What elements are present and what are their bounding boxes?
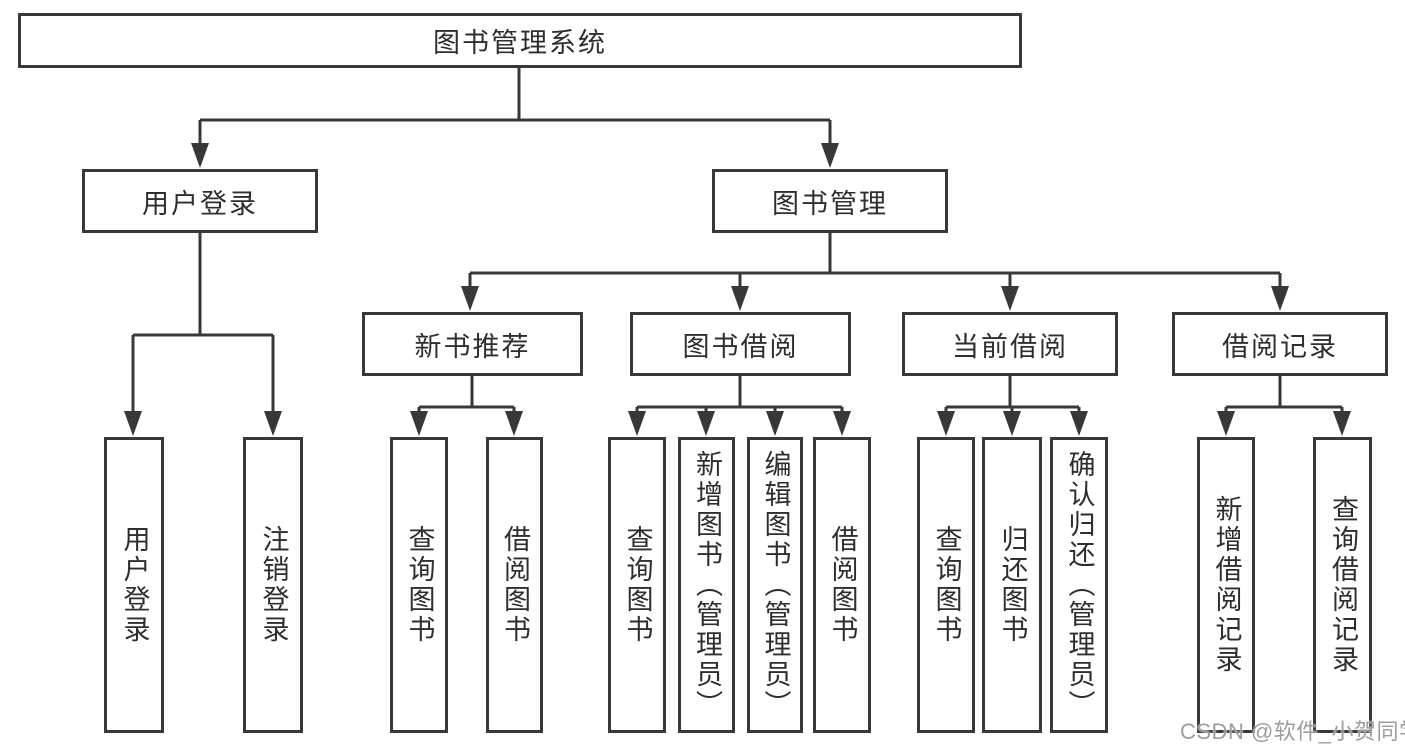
arrowheads bbox=[124, 143, 1351, 436]
node-root: 图书管理系统 bbox=[18, 13, 1022, 68]
node-new-book-recommend: 新书推荐 bbox=[362, 312, 583, 376]
leaf-query-books-current: 查询图书 bbox=[917, 437, 975, 733]
leaf-edit-book-admin: 编辑图书（管理员） bbox=[747, 437, 803, 733]
leaf-edit-book-admin-label: 编辑图书（管理员） bbox=[760, 450, 791, 720]
node-book-management: 图书管理 bbox=[712, 169, 948, 233]
leaf-user-login-label: 用户登录 bbox=[119, 525, 150, 645]
connector-user-login-to-leaves bbox=[131, 233, 275, 416]
node-current-borrow: 当前借阅 bbox=[902, 312, 1118, 376]
leaf-query-books-current-label: 查询图书 bbox=[931, 525, 962, 645]
leaf-query-borrow-record: 查询借阅记录 bbox=[1313, 437, 1372, 733]
leaf-return-book: 归还图书 bbox=[982, 437, 1042, 733]
leaf-logout: 注销登录 bbox=[243, 437, 303, 733]
connector-current-borrow-to-leaves bbox=[944, 376, 1081, 416]
connector-book-mgmt-to-level3 bbox=[468, 233, 1282, 290]
connector-new-book-rec-to-leaves bbox=[417, 376, 516, 416]
node-borrow-records: 借阅记录 bbox=[1172, 312, 1388, 376]
leaf-query-books-borrow: 查询图书 bbox=[608, 437, 666, 733]
leaf-add-borrow-record: 新增借阅记录 bbox=[1197, 437, 1255, 733]
leaf-borrow-books: 借阅图书 bbox=[813, 437, 871, 733]
node-user-login: 用户登录 bbox=[82, 169, 318, 233]
leaf-query-books-borrow-label: 查询图书 bbox=[622, 525, 653, 645]
leaf-add-book-admin: 新增图书（管理员） bbox=[678, 437, 735, 733]
leaf-borrow-books-label: 借阅图书 bbox=[827, 525, 858, 645]
leaf-confirm-return-admin: 确认归还（管理员） bbox=[1050, 437, 1108, 733]
leaf-return-book-label: 归还图书 bbox=[997, 525, 1028, 645]
csdn-watermark: CSDN @软件_小贺同学 bbox=[1180, 719, 1405, 744]
leaf-confirm-return-admin-label: 确认归还（管理员） bbox=[1064, 450, 1095, 720]
leaf-user-login: 用户登录 bbox=[104, 437, 164, 733]
leaf-add-book-admin-label: 新增图书（管理员） bbox=[692, 450, 722, 720]
leaf-query-books-recommend-label: 查询图书 bbox=[404, 525, 435, 645]
node-book-borrow: 图书借阅 bbox=[630, 312, 851, 376]
leaf-query-borrow-record-label: 查询借阅记录 bbox=[1328, 495, 1358, 675]
leaf-query-books-recommend: 查询图书 bbox=[390, 437, 448, 733]
leaf-borrow-books-recommend: 借阅图书 bbox=[486, 437, 543, 733]
connector-root-to-level2 bbox=[198, 68, 832, 148]
leaf-logout-label: 注销登录 bbox=[258, 525, 289, 645]
leaf-borrow-books-recommend-label: 借阅图书 bbox=[500, 525, 530, 645]
connector-book-borrow-to-leaves bbox=[635, 376, 844, 416]
leaf-add-borrow-record-label: 新增借阅记录 bbox=[1211, 495, 1242, 675]
connector-borrow-record-to-leaves bbox=[1224, 376, 1344, 416]
